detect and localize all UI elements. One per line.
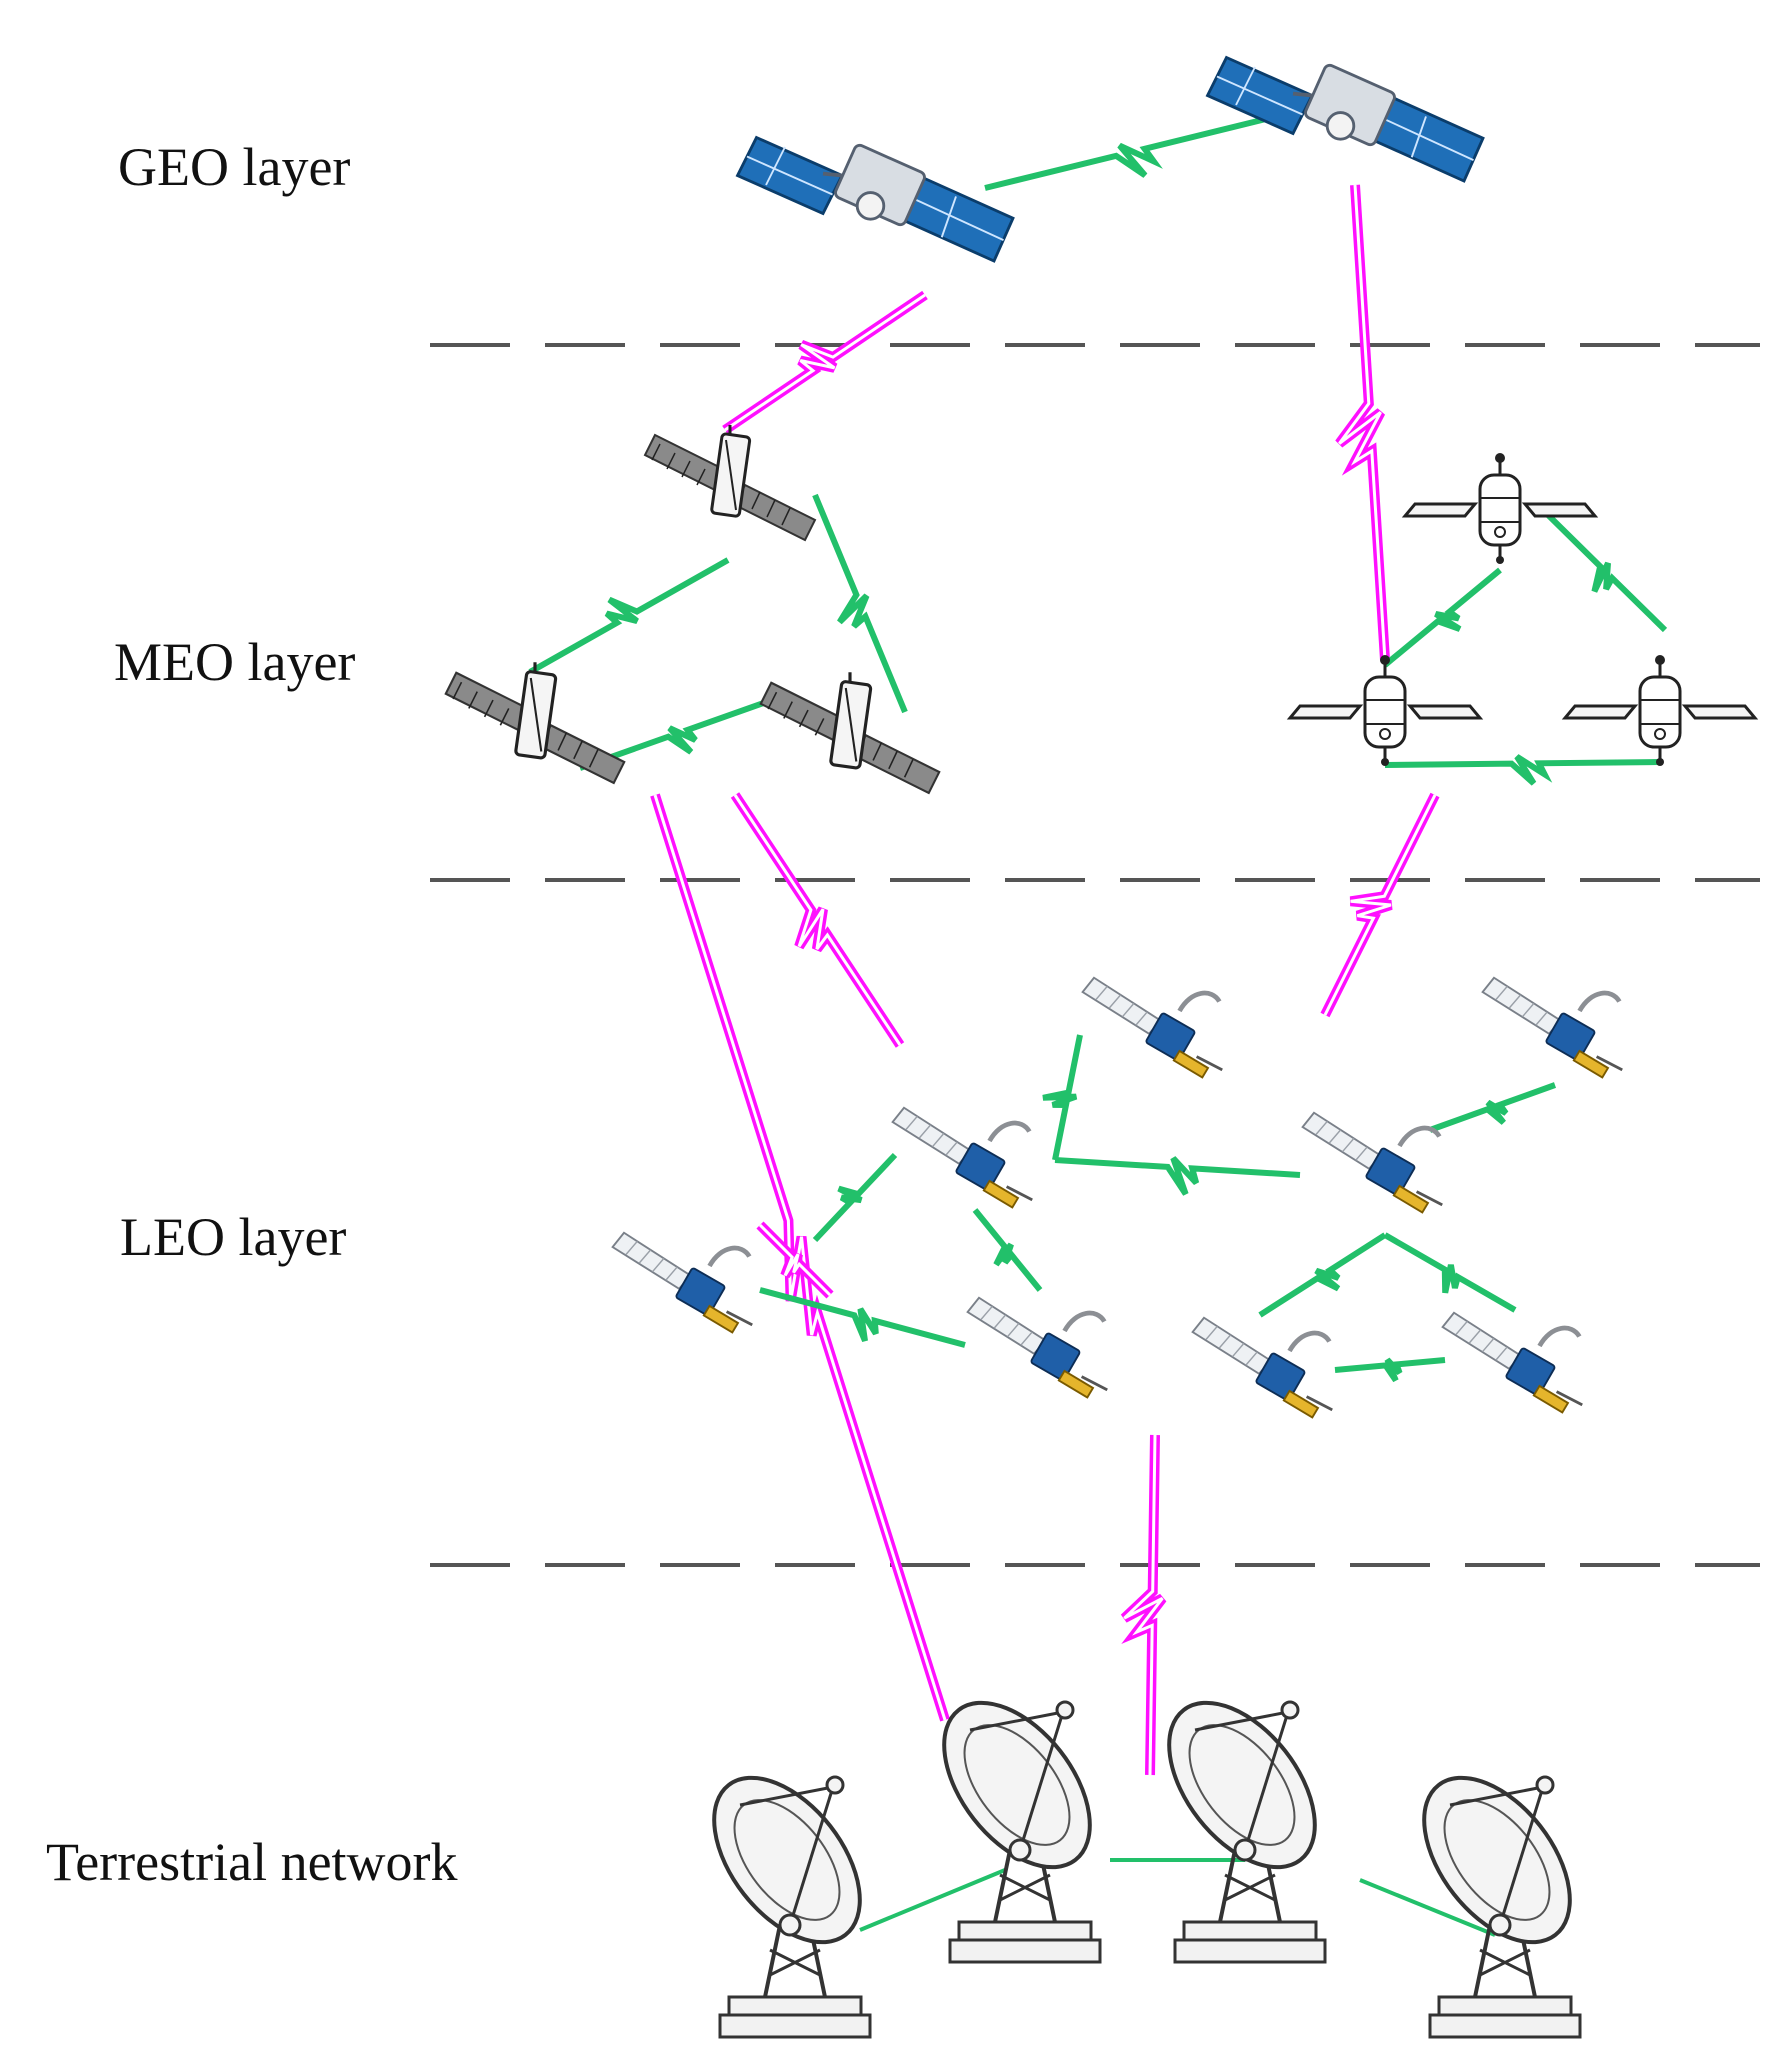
link-meo-station-1: [1383, 567, 1502, 668]
meo-satellite-icon: [643, 423, 817, 542]
meo-satellite-icon: [444, 660, 626, 785]
link-leo-9: [1334, 1357, 1446, 1383]
meo-station-satellite-icon: [1563, 653, 1757, 768]
link-leo-1: [812, 1152, 898, 1243]
meo-station-satellite-icon: [1288, 653, 1482, 768]
link-leo-ground-core: [1123, 1434, 1164, 1776]
link-meo-meo-1: [528, 557, 730, 675]
leo-satellite-icon: [1303, 1113, 1443, 1213]
leo-satellite-icon: [968, 1298, 1108, 1398]
leo-satellite-icon: [1443, 1313, 1583, 1413]
leo-satellite-icon: [1483, 978, 1623, 1078]
ground-station-dish-icon: [683, 1749, 891, 2039]
leo-satellite-icon: [893, 1108, 1033, 1208]
leo-satellite-icon: [1083, 978, 1223, 1078]
link-meo-meo-2: [812, 493, 908, 714]
leo-satellite-icon: [1193, 1318, 1333, 1418]
link-meo-leo-left-core: [733, 794, 902, 1046]
ground-station-dish-icon: [1393, 1749, 1601, 2039]
link-leo-2: [1054, 1156, 1301, 1196]
link-ground-1: [859, 1868, 1006, 1932]
communication-links: [528, 115, 1668, 1937]
link-leo-4: [1428, 1082, 1557, 1133]
link-meo-station-3: [1384, 754, 1661, 786]
meo-layer-label: MEO layer: [114, 632, 356, 692]
link-leo-5: [972, 1208, 1043, 1292]
link-geo-meo-right: [1335, 184, 1390, 661]
layer-dividers: [430, 343, 1760, 1567]
geo-layer-label: GEO layer: [118, 137, 351, 197]
link-meo-meo-3: [578, 697, 774, 771]
link-geo-meo-right-core: [1338, 184, 1387, 661]
link-meo-ground-long-core: [653, 794, 947, 1721]
geo-satellite-icon: [735, 135, 1015, 263]
link-meo-station-2: [1542, 509, 1668, 633]
link-meo-leo-right-core: [1323, 794, 1437, 1016]
link-leo-6: [759, 1287, 966, 1348]
link-leo-8: [1383, 1232, 1517, 1313]
link-ground-3: [1359, 1878, 1496, 1937]
terrestrial-network-label: Terrestrial network: [46, 1832, 458, 1892]
link-geo-meo-left-core: [724, 293, 926, 432]
geo-satellite-icon: [1205, 55, 1485, 183]
ground-station-dish-icon: [1138, 1674, 1346, 1964]
link-leo-3: [1042, 1034, 1083, 1161]
leo-satellite-icon: [613, 1233, 753, 1333]
network-nodes: [444, 55, 1757, 2039]
link-leo-cross-accent-core: [758, 1223, 832, 1297]
leo-layer-label: LEO layer: [120, 1207, 347, 1267]
meo-station-satellite-icon: [1403, 451, 1597, 566]
meo-satellite-icon: [759, 670, 941, 795]
link-geo-geo: [984, 115, 1271, 191]
link-leo-7: [1258, 1232, 1387, 1318]
